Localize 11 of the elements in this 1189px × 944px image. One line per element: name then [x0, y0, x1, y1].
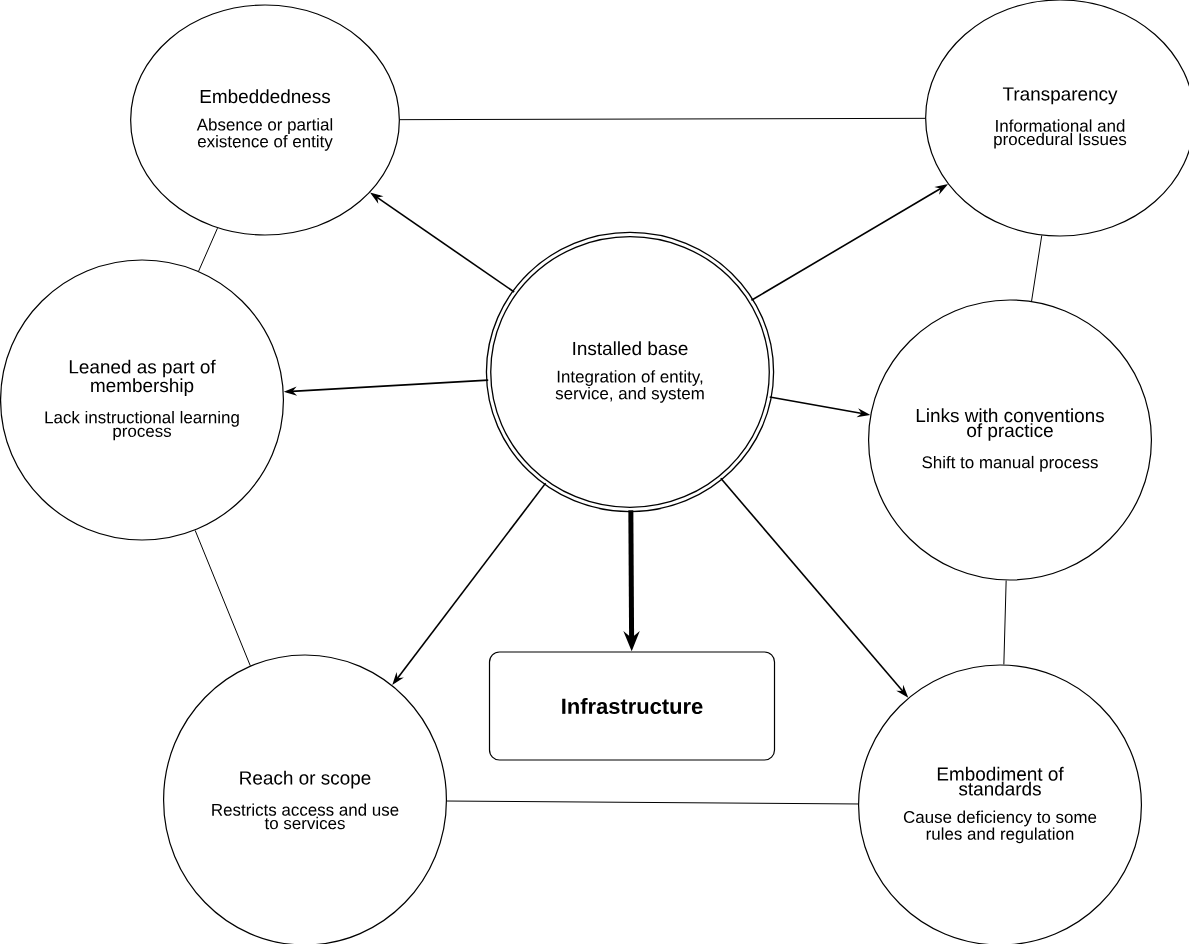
connector-line — [198, 227, 218, 272]
connector-line — [399, 117, 926, 121]
connector-line — [194, 529, 251, 667]
connector-line — [446, 800, 859, 805]
circle-node: Installed base Integration of entity, service, and system — [485, 231, 775, 513]
circle-node: Embeddedness Absence or partial existence of entity — [130, 4, 400, 236]
circle-node: Links with conventions of practice Shift to manual process — [868, 299, 1153, 581]
circle-node: Leaned as part of membership Lack instructional learning process — [0, 259, 285, 541]
connector-line — [1003, 580, 1007, 665]
rounded-box: Infrastructure — [488, 651, 776, 761]
connector-line — [1031, 235, 1043, 302]
